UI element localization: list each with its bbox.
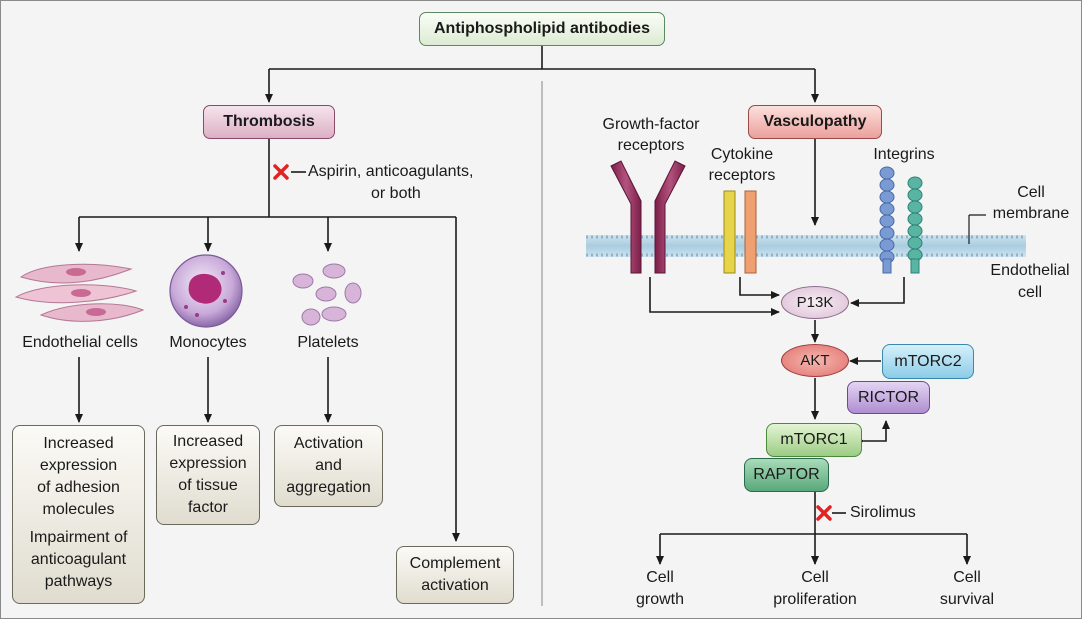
antiphospholipid-antibodies-box: Antiphospholipid antibodies [419,12,665,46]
effect-line: Increased [172,433,244,450]
effect-line: anticoagulant [30,551,127,568]
vasculopathy-connectors [649,139,971,565]
monocytes-label: Monocytes [169,334,247,351]
cytokine-label-line1: Cytokine [710,146,774,163]
outcome-survival-line1: Cell [953,569,981,586]
effect-line: Complement [409,555,501,572]
vasculopathy-box: Vasculopathy [748,105,882,139]
cell-membrane-label-line1: Cell [1017,184,1045,201]
akt-node: AKT [781,344,849,377]
endothelial-cells-icon [14,263,145,322]
complement-activation-box: Complement activation [396,546,514,604]
outcome-proliferation-line2: proliferation [773,591,857,608]
effect-line: aggregation [286,479,371,496]
endothelial-effects-box: Increased expression of adhesion molecul… [12,425,145,604]
platelet-effects-box: Activation and aggregation [274,425,383,507]
effect-line: expression [39,457,118,474]
effect-line: activation [421,577,489,594]
mtorc2-box: mTORC2 [882,344,974,379]
outcome-growth-line2: growth [635,591,685,608]
growth-factor-label-line1: Growth-factor [602,116,700,133]
pi3k-node: P13K [781,286,849,319]
endothelial-cell-label-line2: cell [1017,284,1042,301]
aspirin-label-line2: or both [371,185,421,202]
integrin-blue-icon [879,166,895,274]
cytokine-receptor-orange-icon [744,190,757,274]
effect-line: Increased [43,435,114,452]
thrombosis-connectors [75,139,460,542]
effect-line: expression [169,455,247,472]
effect-line: of tissue [178,477,238,494]
integrins-label: Integrins [873,146,935,163]
outcome-growth-line1: Cell [646,569,674,586]
growth-factor-receptor-icon [610,160,686,274]
thrombosis-box: Thrombosis [203,105,335,139]
platelets-label: Platelets [297,334,359,351]
cell-membrane-label-line2: membrane [992,205,1070,222]
endothelial-cell-label-line1: Endothelial [990,262,1070,279]
effect-line: pathways [44,573,113,590]
aspirin-label-line1: Aspirin, anticoagulants, [308,163,474,180]
effect-line: factor [187,499,228,516]
monocyte-effects-box: Increased expression of tissue factor [156,425,260,525]
effect-line: and [315,457,342,474]
sirolimus-label: Sirolimus [850,504,916,521]
effect-line: molecules [42,501,115,518]
top-connectors [265,46,819,103]
effect-line: Impairment of [29,529,128,546]
rictor-box: RICTOR [847,381,930,414]
outcome-proliferation-line1: Cell [801,569,829,586]
aspirin-inhibit-icon [273,164,289,180]
effect-line: of adhesion [37,479,120,496]
cytokine-receptor-yellow-icon [723,190,736,274]
sirolimus-inhibit-icon [816,505,832,521]
integrin-teal-icon [907,176,923,274]
monocyte-icon [169,254,243,328]
growth-factor-label-line2: receptors [617,137,685,154]
platelets-icon [292,263,362,326]
endothelial-cells-label: Endothelial cells [22,334,138,351]
cytokine-label-line2: receptors [708,167,776,184]
mtorc1-box: mTORC1 [766,423,862,457]
effect-line: Activation [293,435,364,452]
raptor-box: RAPTOR [744,458,829,492]
outcome-survival-line2: survival [939,591,995,608]
